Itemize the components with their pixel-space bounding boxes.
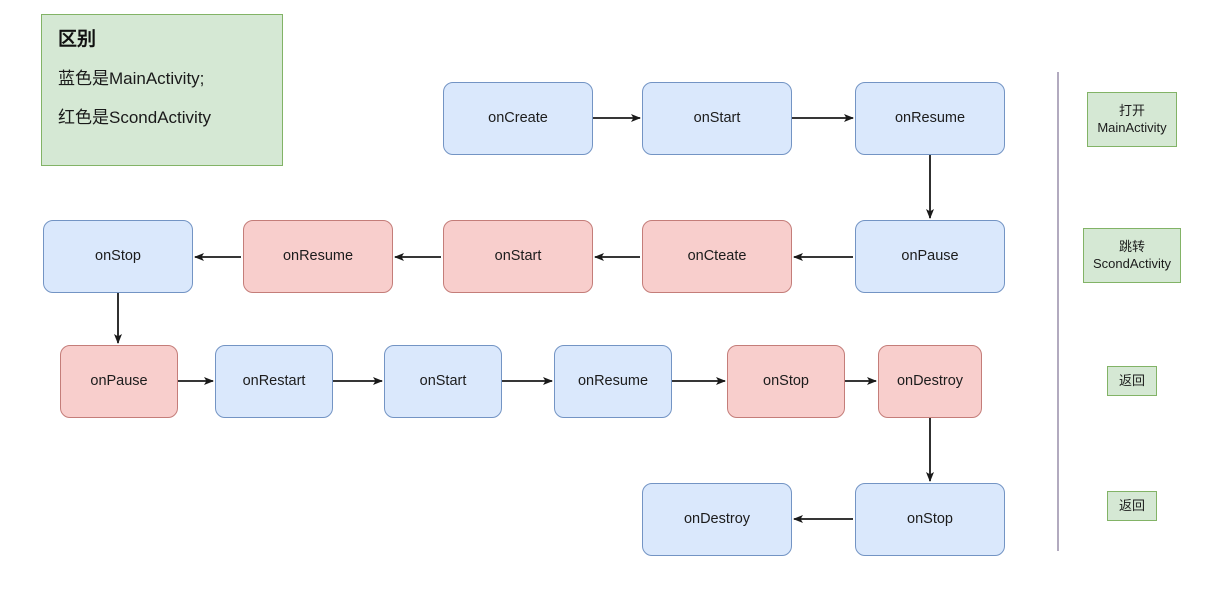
lifecycle-node[interactable]: onStart: [443, 220, 593, 293]
rail-action-label: 返回: [1118, 497, 1145, 513]
lifecycle-node-label: onResume: [282, 247, 354, 264]
rail-action-label: 返回: [1118, 372, 1145, 388]
lifecycle-node[interactable]: onPause: [855, 220, 1005, 293]
rail-action-box[interactable]: 跳转 ScondActivity: [1083, 228, 1181, 283]
lifecycle-node-label: onPause: [90, 372, 148, 389]
lifecycle-node[interactable]: onResume: [243, 220, 393, 293]
lifecycle-node-label: onCteate: [687, 247, 747, 264]
rail-action-label: 跳转 ScondActivity: [1092, 238, 1172, 271]
legend-line-blue: 蓝色是MainActivity;: [58, 68, 205, 88]
lifecycle-node-label: onStop: [763, 372, 809, 389]
lifecycle-node[interactable]: onStop: [43, 220, 193, 293]
legend-box: 区别 蓝色是MainActivity; 红色是ScondActivity: [41, 14, 283, 166]
legend-line-red: 红色是ScondActivity: [58, 108, 212, 128]
lifecycle-node[interactable]: onStart: [384, 345, 502, 418]
lifecycle-node[interactable]: onCreate: [443, 82, 593, 155]
lifecycle-node-label: onStart: [693, 109, 741, 126]
rail-action-box[interactable]: 返回: [1107, 366, 1157, 396]
rail-action-box[interactable]: 返回: [1107, 491, 1157, 521]
rail-divider: [1057, 72, 1059, 551]
lifecycle-node-label: onStart: [494, 247, 542, 264]
lifecycle-node-label: onRestart: [242, 372, 306, 389]
lifecycle-node[interactable]: onResume: [554, 345, 672, 418]
lifecycle-node-label: onDestroy: [896, 372, 964, 389]
lifecycle-node-label: onPause: [901, 247, 959, 264]
lifecycle-node[interactable]: onCteate: [642, 220, 792, 293]
rail-action-box[interactable]: 打开 MainActivity: [1087, 92, 1177, 147]
lifecycle-node[interactable]: onStop: [855, 483, 1005, 556]
lifecycle-node-label: onCreate: [488, 109, 548, 126]
lifecycle-node-label: onStop: [95, 247, 141, 264]
lifecycle-node[interactable]: onStop: [727, 345, 845, 418]
lifecycle-node[interactable]: onRestart: [215, 345, 333, 418]
lifecycle-node-label: onDestroy: [683, 510, 751, 527]
lifecycle-node[interactable]: onDestroy: [878, 345, 982, 418]
lifecycle-node-label: onResume: [894, 109, 966, 126]
lifecycle-node[interactable]: onStart: [642, 82, 792, 155]
lifecycle-node-label: onResume: [577, 372, 649, 389]
lifecycle-node[interactable]: onPause: [60, 345, 178, 418]
rail-action-label: 打开 MainActivity: [1097, 102, 1167, 135]
lifecycle-node[interactable]: onResume: [855, 82, 1005, 155]
lifecycle-node-label: onStop: [907, 510, 953, 527]
lifecycle-node[interactable]: onDestroy: [642, 483, 792, 556]
lifecycle-node-label: onStart: [419, 372, 467, 389]
legend-title: 区别: [58, 29, 97, 50]
